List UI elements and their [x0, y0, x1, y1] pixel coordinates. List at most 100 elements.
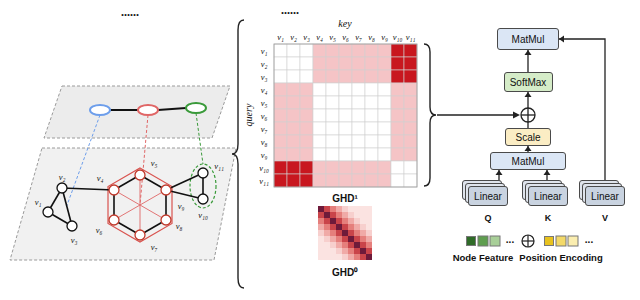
- ellipsis: ......: [121, 6, 139, 18]
- matrix-cell: [404, 161, 417, 174]
- legend-swatch: [466, 236, 476, 246]
- matrix-cell: [274, 96, 287, 109]
- vertex-label: v₆: [96, 226, 103, 235]
- row-label: v₈: [261, 137, 268, 146]
- heatmap-cell: [336, 236, 342, 242]
- ellipsis: ...: [585, 235, 593, 245]
- legend-text: Node Feature: [453, 253, 514, 263]
- matrix-cell: [287, 148, 300, 161]
- heatmap-cell: [342, 242, 348, 248]
- matrix-frame: [274, 44, 417, 187]
- heatmap-cell: [330, 248, 336, 254]
- matrix-cell: [313, 161, 326, 174]
- heatmap-cell: [342, 236, 348, 242]
- matrix-caption: GHD⁰: [332, 268, 358, 278]
- linear-box: Linear: [528, 186, 568, 206]
- column-label: v₁: [277, 33, 284, 42]
- scale-box: Scale: [505, 128, 551, 146]
- matrix-cell: [326, 109, 339, 122]
- matrix-cell: [352, 83, 365, 96]
- heatmap-cell: [354, 206, 360, 212]
- heatmap-cell: [366, 230, 372, 236]
- heatmap-cell: [348, 206, 354, 212]
- heatmap-cell: [330, 230, 336, 236]
- ellipsis: ...: [506, 235, 514, 245]
- matrix-cell: [274, 161, 287, 174]
- matrix-cell: [313, 148, 326, 161]
- matrix-cell: [404, 44, 417, 57]
- heatmap-cell: [318, 206, 324, 212]
- matrix-cell: [339, 44, 352, 57]
- axis-label: query: [244, 104, 254, 127]
- encoding-square: [568, 236, 578, 246]
- arrow-head: [525, 92, 532, 97]
- matrix-cell: [378, 122, 391, 135]
- heatmap-cell: [324, 206, 330, 212]
- column-label: v₄: [316, 33, 323, 42]
- heatmap-cell: [324, 218, 330, 224]
- matrix-cell: [339, 122, 352, 135]
- heatmap-cell: [342, 224, 348, 230]
- matrix-cell: [378, 57, 391, 70]
- heatmap-cell: [324, 212, 330, 218]
- heatmap-cell: [354, 236, 360, 242]
- matrix-cell: [300, 174, 313, 187]
- cluster-outline: [190, 164, 216, 208]
- heatmap-cell: [354, 254, 360, 260]
- matrix-cell: [287, 122, 300, 135]
- matrix-cell: [287, 83, 300, 96]
- matrix-cell: [391, 148, 404, 161]
- row-label: v₁₁: [259, 176, 269, 185]
- matrix-cell: [287, 135, 300, 148]
- heatmap-cell: [330, 212, 336, 218]
- heatmap-cell: [324, 236, 330, 242]
- heatmap-cell: [318, 212, 324, 218]
- heatmap-cell: [360, 242, 366, 248]
- heatmap-cell: [348, 248, 354, 254]
- add-symbol: [521, 108, 535, 122]
- row-label: v₃: [261, 72, 268, 81]
- matrix-cell: [339, 96, 352, 109]
- matrix-cell: [391, 122, 404, 135]
- matrix-cell: [300, 122, 313, 135]
- vertex-label: v₅: [151, 159, 158, 168]
- matrix-cell: [313, 174, 326, 187]
- matrix-cell: [300, 109, 313, 122]
- box-text: MatMul: [512, 34, 545, 45]
- heatmap-cell: [318, 236, 324, 242]
- matrix-cell: [378, 161, 391, 174]
- row-label: v₆: [261, 111, 268, 120]
- heatmap-cell: [360, 254, 366, 260]
- box-text: Linear: [591, 191, 619, 202]
- heatmap-cell: [342, 206, 348, 212]
- heatmap-cell: [330, 206, 336, 212]
- matrix-cell: [365, 148, 378, 161]
- matrix-cell: [404, 57, 417, 70]
- column-label: v₆: [342, 33, 349, 42]
- matrix-cell: [352, 57, 365, 70]
- heatmap-cell: [318, 242, 324, 248]
- attention-lines: [114, 175, 166, 235]
- matrix-cell: [378, 148, 391, 161]
- matrix-cell: [365, 161, 378, 174]
- heatmap-cell: [360, 206, 366, 212]
- matrix-cell: [300, 70, 313, 83]
- row-label: v₁₀: [259, 163, 269, 172]
- matrix-cell: [391, 109, 404, 122]
- heatmap-cell: [330, 236, 336, 242]
- vertex-label: v₁₁: [214, 162, 224, 171]
- column-label: v₅: [329, 33, 336, 42]
- matrix-cell: [287, 57, 300, 70]
- legend-swatch: [544, 236, 554, 246]
- matrix-cell: [391, 83, 404, 96]
- column-label: v₂: [290, 33, 297, 42]
- matrix-cell: [391, 44, 404, 57]
- heatmap-cell: [324, 230, 330, 236]
- heatmap-cell: [342, 212, 348, 218]
- vertex-label: v₂: [59, 173, 66, 182]
- matrix-cell: [339, 83, 352, 96]
- matrix-cell: [287, 44, 300, 57]
- matrix-cell: [404, 83, 417, 96]
- heatmap-cell: [318, 254, 324, 260]
